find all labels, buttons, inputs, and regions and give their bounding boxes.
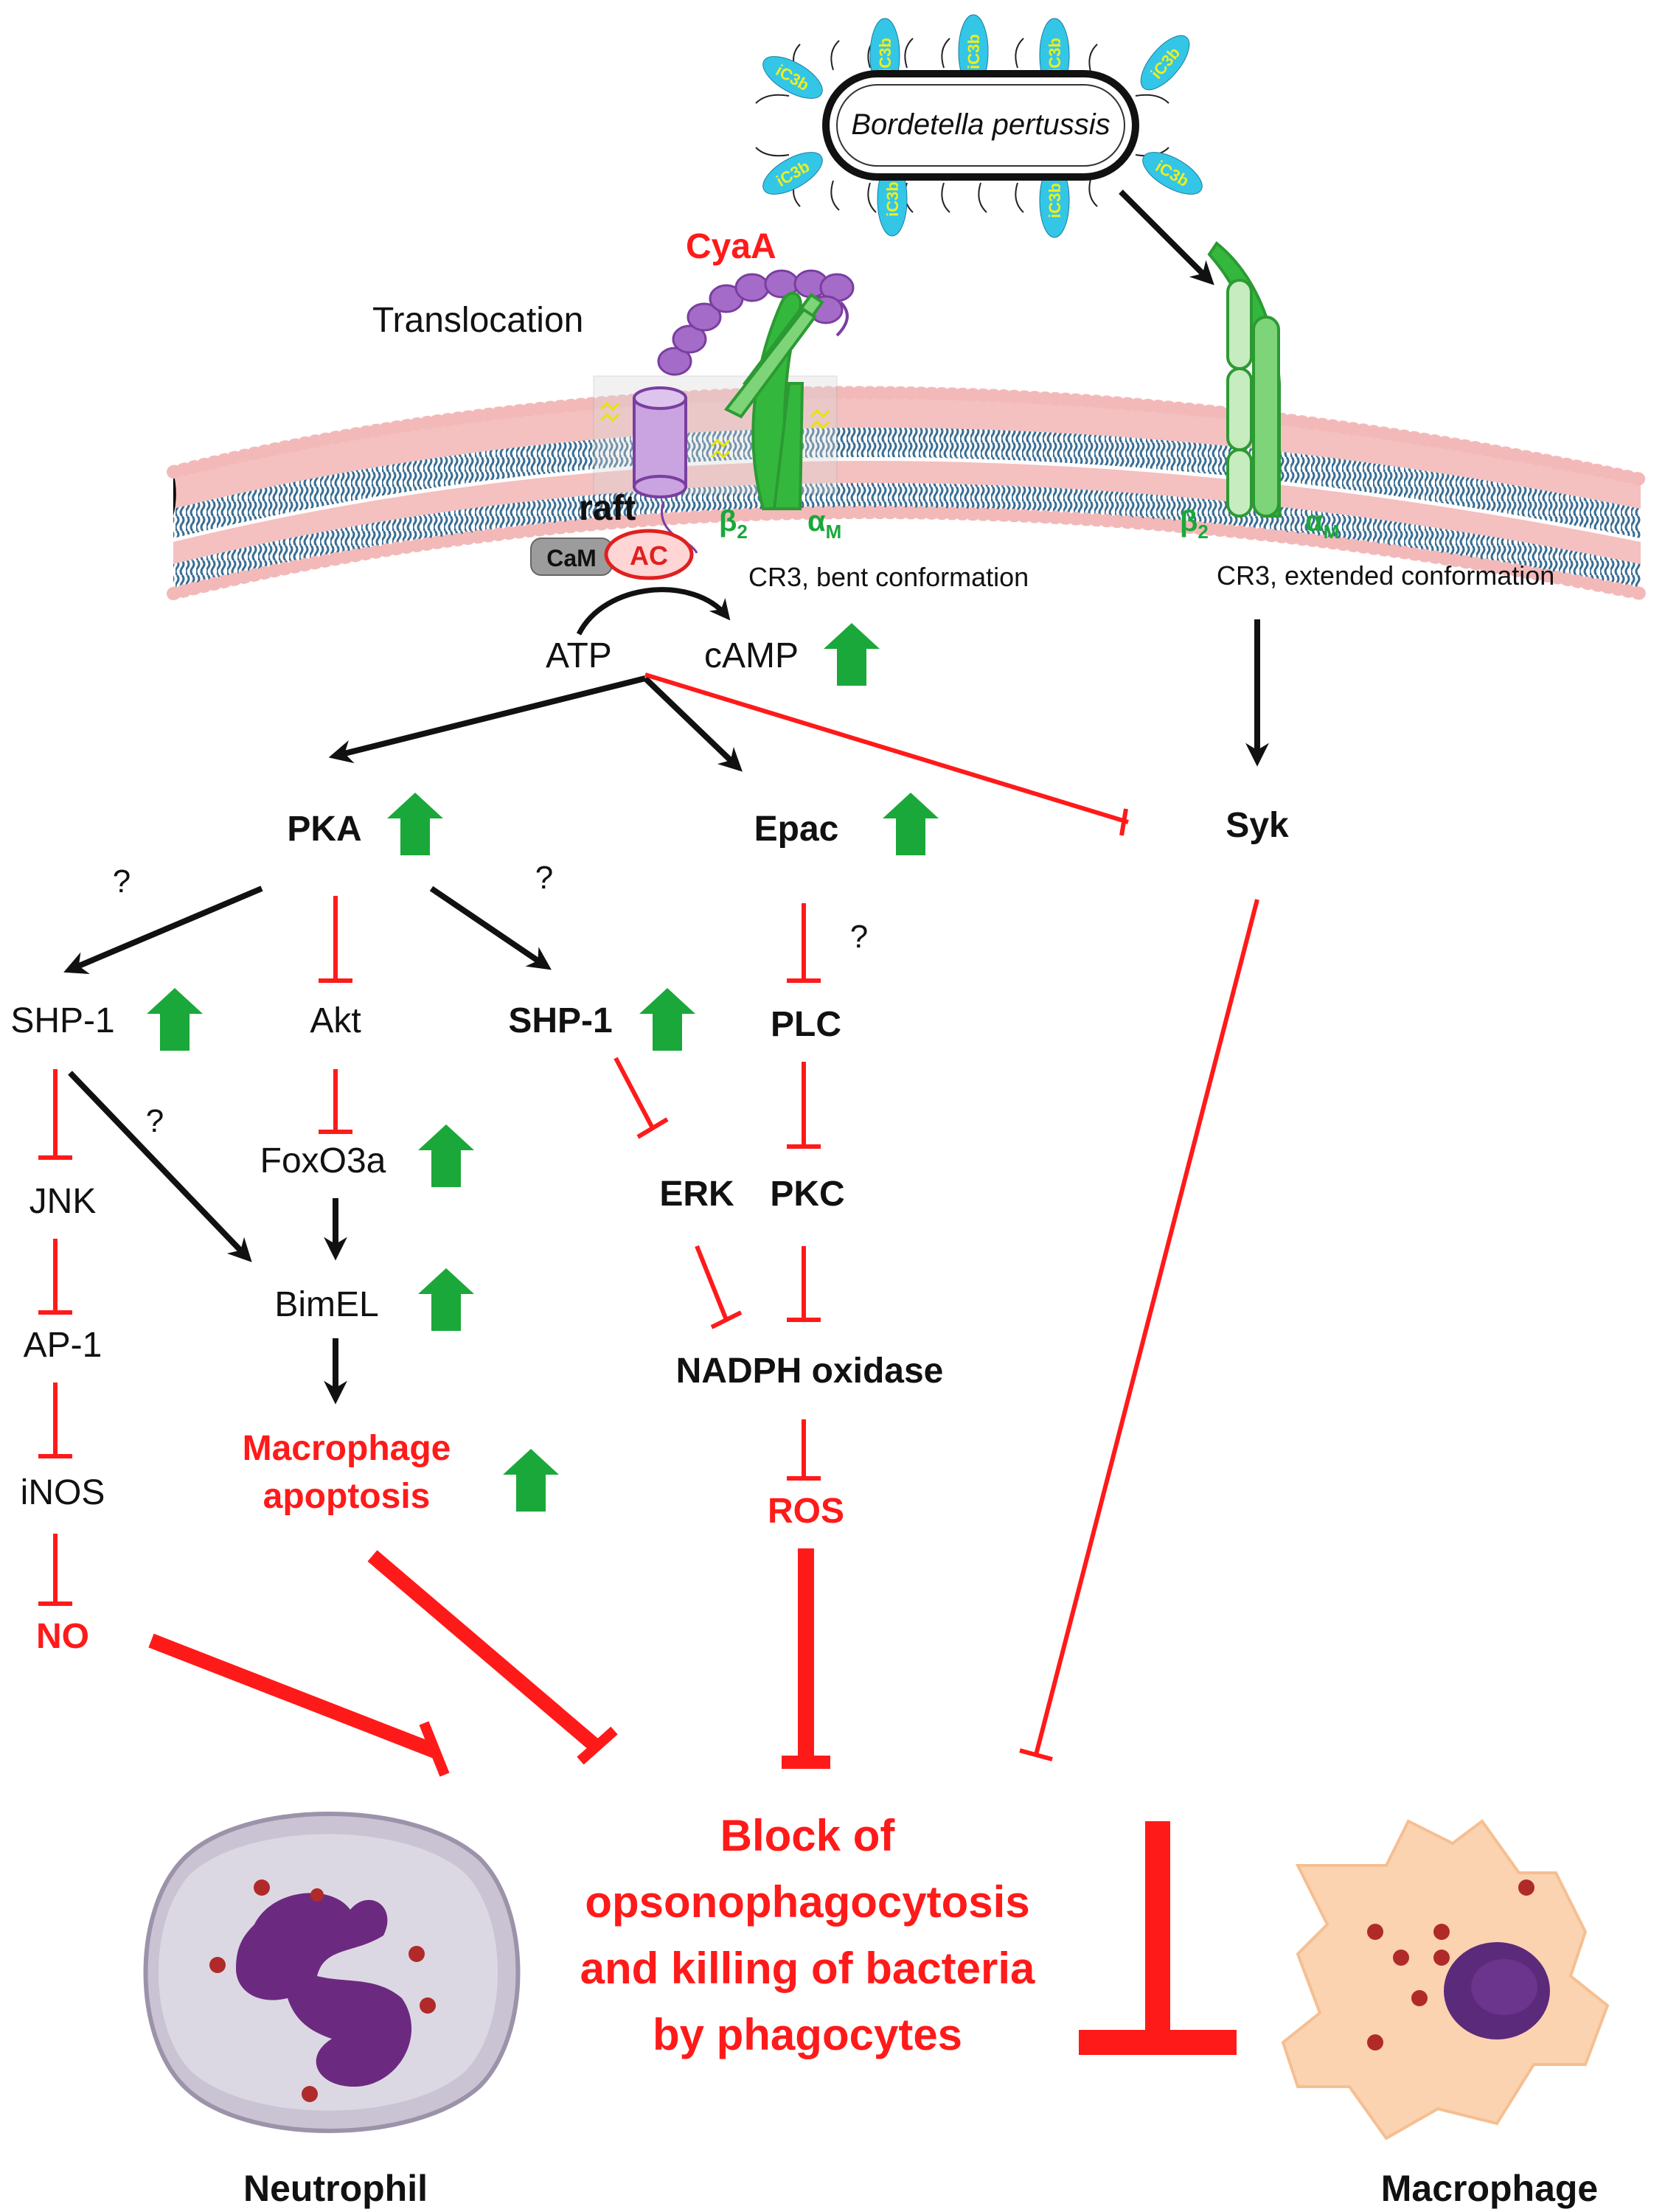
up-arrow-shp1-mid: [639, 988, 695, 1051]
up-arrow-foxo3a: [418, 1124, 474, 1187]
epac-node: Epac: [754, 810, 839, 849]
inhibit-camp-to-syk: [644, 672, 1129, 836]
alpham-label-bent: αM: [807, 505, 841, 543]
plc-node: PLC: [771, 1005, 841, 1044]
inhibit-shp1-to-erk: [613, 1057, 669, 1139]
cr3-bent-label: CR3, bent conformation: [748, 562, 1029, 592]
up-arrow-shp1-left: [147, 988, 203, 1051]
inhibit-jnk-to-ap1: [38, 1239, 72, 1315]
ic3b-label: iC3b: [876, 38, 894, 73]
macrophage-cell: [1281, 1819, 1610, 2140]
arrow-bacterium-to-cr3: [1119, 189, 1214, 285]
raft-label: raft: [579, 489, 636, 528]
neutrophil-nucleus: [236, 1893, 412, 2087]
no-node: NO: [36, 1617, 89, 1656]
neutrophil-cell: [143, 1812, 521, 2133]
inhibit-pkc-to-nadph: [787, 1246, 821, 1322]
arrow-shp1-to-bimel: [68, 1071, 252, 1262]
pkc-node: PKC: [770, 1175, 844, 1214]
bimel-node: BimEL: [274, 1285, 378, 1324]
beta2-label-extended: β2: [1180, 505, 1209, 543]
outcome-line-2: opsonophagocytosis: [585, 1877, 1029, 1927]
inhibit-apoptosis-to-block: [367, 1550, 602, 1753]
inhibit-syk-to-block: [1019, 899, 1259, 1761]
ic3b-label: iC3b: [964, 34, 983, 69]
arrow-pka-to-shp1-mid: [429, 886, 552, 970]
cr3-bent-integrin: [723, 291, 824, 510]
outcome-line-4: by phagocytes: [653, 2010, 962, 2059]
ic3b-label: iC3b: [883, 181, 902, 217]
erk-node: ERK: [659, 1175, 734, 1214]
up-arrow-pka: [387, 793, 443, 855]
arrow-camp-to-pka: [328, 675, 646, 764]
outcome-line-3: and killing of bacteria: [580, 1944, 1035, 1993]
syk-node: Syk: [1226, 806, 1289, 845]
up-arrow-bimel: [418, 1268, 474, 1331]
question-mark: ?: [113, 863, 131, 900]
thick-inhibition-lines: [148, 1548, 1237, 2055]
cam-label: CaM: [546, 545, 597, 571]
ap1-node: AP-1: [24, 1326, 102, 1365]
cyaa-label: CyaA: [686, 227, 776, 266]
atp-label: ATP: [546, 636, 612, 675]
up-arrow-camp: [824, 623, 880, 686]
inos-node: iNOS: [21, 1473, 105, 1512]
beta2-label-bent: β2: [719, 505, 748, 543]
inhibit-apoptosis-to-block-bar: [577, 1726, 618, 1765]
arrow-camp-to-epac: [643, 676, 743, 772]
ic3b-opsonin: [1142, 152, 1203, 195]
neutrophil-label: Neutrophil: [243, 2168, 428, 2209]
inhibit-no-to-block-bar: [419, 1721, 450, 1777]
cyaa-toxin: [599, 269, 855, 554]
inhibit-no-to-block: [148, 1633, 438, 1759]
inhibit-shp1-to-jnk: [38, 1069, 72, 1160]
outcome-line-1: Block of: [720, 1811, 896, 1860]
inhibit-ap1-to-inos: [38, 1382, 72, 1458]
bacterium-name: Bordetella pertussis: [851, 108, 1110, 141]
question-mark: ?: [146, 1103, 164, 1139]
foxo3a-node: FoxO3a: [260, 1141, 386, 1180]
inhibit-erk-to-nadph: [695, 1245, 743, 1329]
ic3b-opsonin: [1140, 35, 1190, 91]
up-arrow-epac: [883, 793, 939, 855]
cr3-extended-label: CR3, extended conformation: [1217, 560, 1554, 591]
inhibit-pka-to-akt: [319, 896, 352, 983]
alpham-label-extended: αM: [1305, 505, 1339, 543]
ic3b-opsonin: [762, 56, 823, 99]
inhibition-lines: [38, 672, 1259, 1761]
shp1-mid-node: SHP-1: [508, 1001, 612, 1040]
arrow-atp-to-camp: [576, 587, 731, 636]
macrophage-label: Macrophage: [1381, 2168, 1599, 2209]
bordetella-bacterium: iC3b iC3b iC3b iC3b iC3b iC3b iC3b iC3b …: [755, 14, 1203, 238]
shp1-left-node: SHP-1: [10, 1001, 114, 1040]
inhibit-nadph-to-ros: [787, 1419, 821, 1481]
ic3b-label: iC3b: [1046, 38, 1064, 73]
translocation-label: Translocation: [372, 301, 583, 340]
up-arrow-apoptosis: [503, 1449, 559, 1512]
ros-node: ROS: [768, 1492, 844, 1531]
pka-node: PKA: [287, 810, 361, 849]
inhibit-epac-to-plc: [787, 903, 821, 983]
jnk-node: JNK: [29, 1182, 97, 1221]
inhibit-akt-to-foxo3a: [319, 1069, 352, 1134]
question-mark: ?: [535, 860, 553, 896]
ic3b-label: iC3b: [1046, 183, 1064, 218]
cr3-extended-integrin: [1207, 241, 1281, 518]
apoptosis-label-2: apoptosis: [263, 1477, 431, 1516]
ic3b-opsonin: [762, 152, 823, 195]
activation-arrows: [63, 619, 1269, 1405]
upregulation-arrows: [147, 623, 939, 1512]
camp-label: cAMP: [704, 636, 799, 675]
ac-label: AC: [630, 540, 668, 571]
apoptosis-label-1: Macrophage: [243, 1429, 451, 1468]
inhibit-inos-to-no: [38, 1534, 72, 1606]
nadph-oxidase-node: NADPH oxidase: [676, 1352, 944, 1391]
akt-node: Akt: [310, 1001, 361, 1040]
question-mark: ?: [850, 919, 868, 955]
inhibit-plc-to-pkc: [787, 1062, 821, 1149]
adenylate-cyclase-domain: [604, 529, 694, 580]
arrow-pka-to-shp1-left: [63, 886, 263, 975]
